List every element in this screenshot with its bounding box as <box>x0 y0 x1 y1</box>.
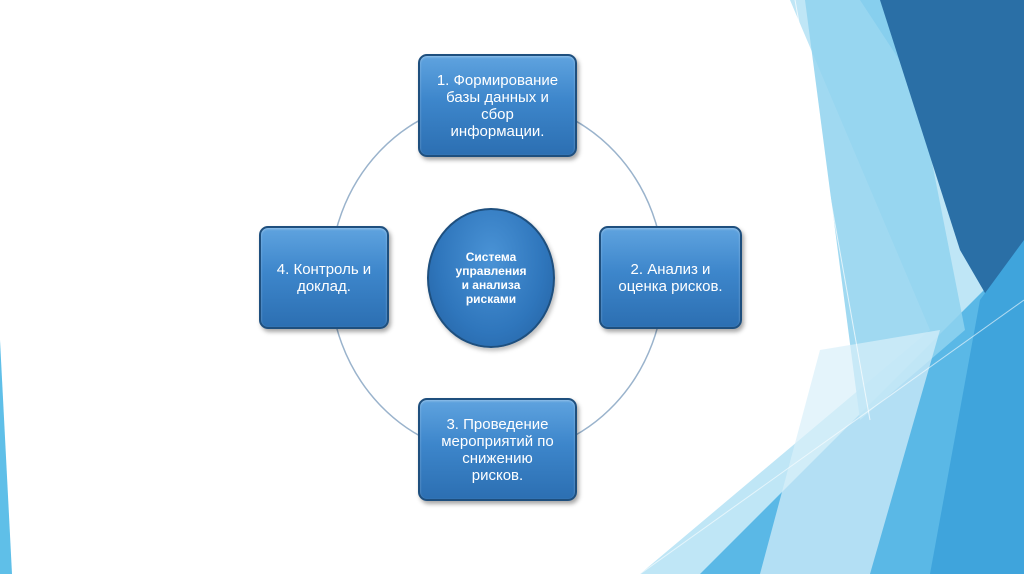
step-4-line-2: доклад. <box>297 277 351 295</box>
step-3-line-2: мероприятий по <box>441 432 554 450</box>
step-2-line-2: оценка рисков. <box>618 277 723 295</box>
right-deco-mid <box>700 0 1024 574</box>
center-node-text: Система управления и анализа рисками <box>456 250 527 306</box>
right-deco-line-2 <box>639 299 1024 574</box>
step-4-line-1: 4. Контроль и <box>276 260 372 278</box>
step-1-line-3: сбор <box>481 105 514 123</box>
step-4-box: 4. Контроль и доклад. <box>259 226 389 329</box>
right-deco-dark <box>880 0 1024 360</box>
center-node: Система управления и анализа рисками <box>427 208 555 348</box>
step-3-line-3: снижению <box>462 449 533 467</box>
right-deco-line-1 <box>794 0 871 421</box>
step-3-box: 3. Проведение мероприятий по снижению ри… <box>418 398 577 501</box>
step-4-text: 4. Контроль и доклад. <box>277 261 371 295</box>
step-1-line-1: 1. Формирование <box>436 71 559 89</box>
center-line-4: рисками <box>465 292 517 306</box>
step-3-line-4: рисков. <box>471 466 524 484</box>
right-deco-blue <box>930 240 1024 574</box>
center-line-1: Система <box>465 250 517 264</box>
center-line-2: управления <box>455 264 527 278</box>
right-deco-pale <box>760 330 940 574</box>
step-1-text: 1. Формирование базы данных и сбор инфор… <box>437 72 558 140</box>
step-1-box: 1. Формирование базы данных и сбор инфор… <box>418 54 577 157</box>
step-3-line-1: 3. Проведение <box>446 415 549 433</box>
step-2-text: 2. Анализ и оценка рисков. <box>618 261 722 295</box>
center-line-3: и анализа <box>461 278 521 292</box>
step-3-text: 3. Проведение мероприятий по снижению ри… <box>441 416 554 484</box>
step-2-box: 2. Анализ и оценка рисков. <box>599 226 742 329</box>
step-1-line-2: базы данных и <box>446 88 549 106</box>
right-deco-soft <box>805 0 965 420</box>
step-2-line-1: 2. Анализ и <box>630 260 711 278</box>
step-1-line-4: информации. <box>450 122 545 140</box>
left-edge-wedge <box>0 340 12 574</box>
